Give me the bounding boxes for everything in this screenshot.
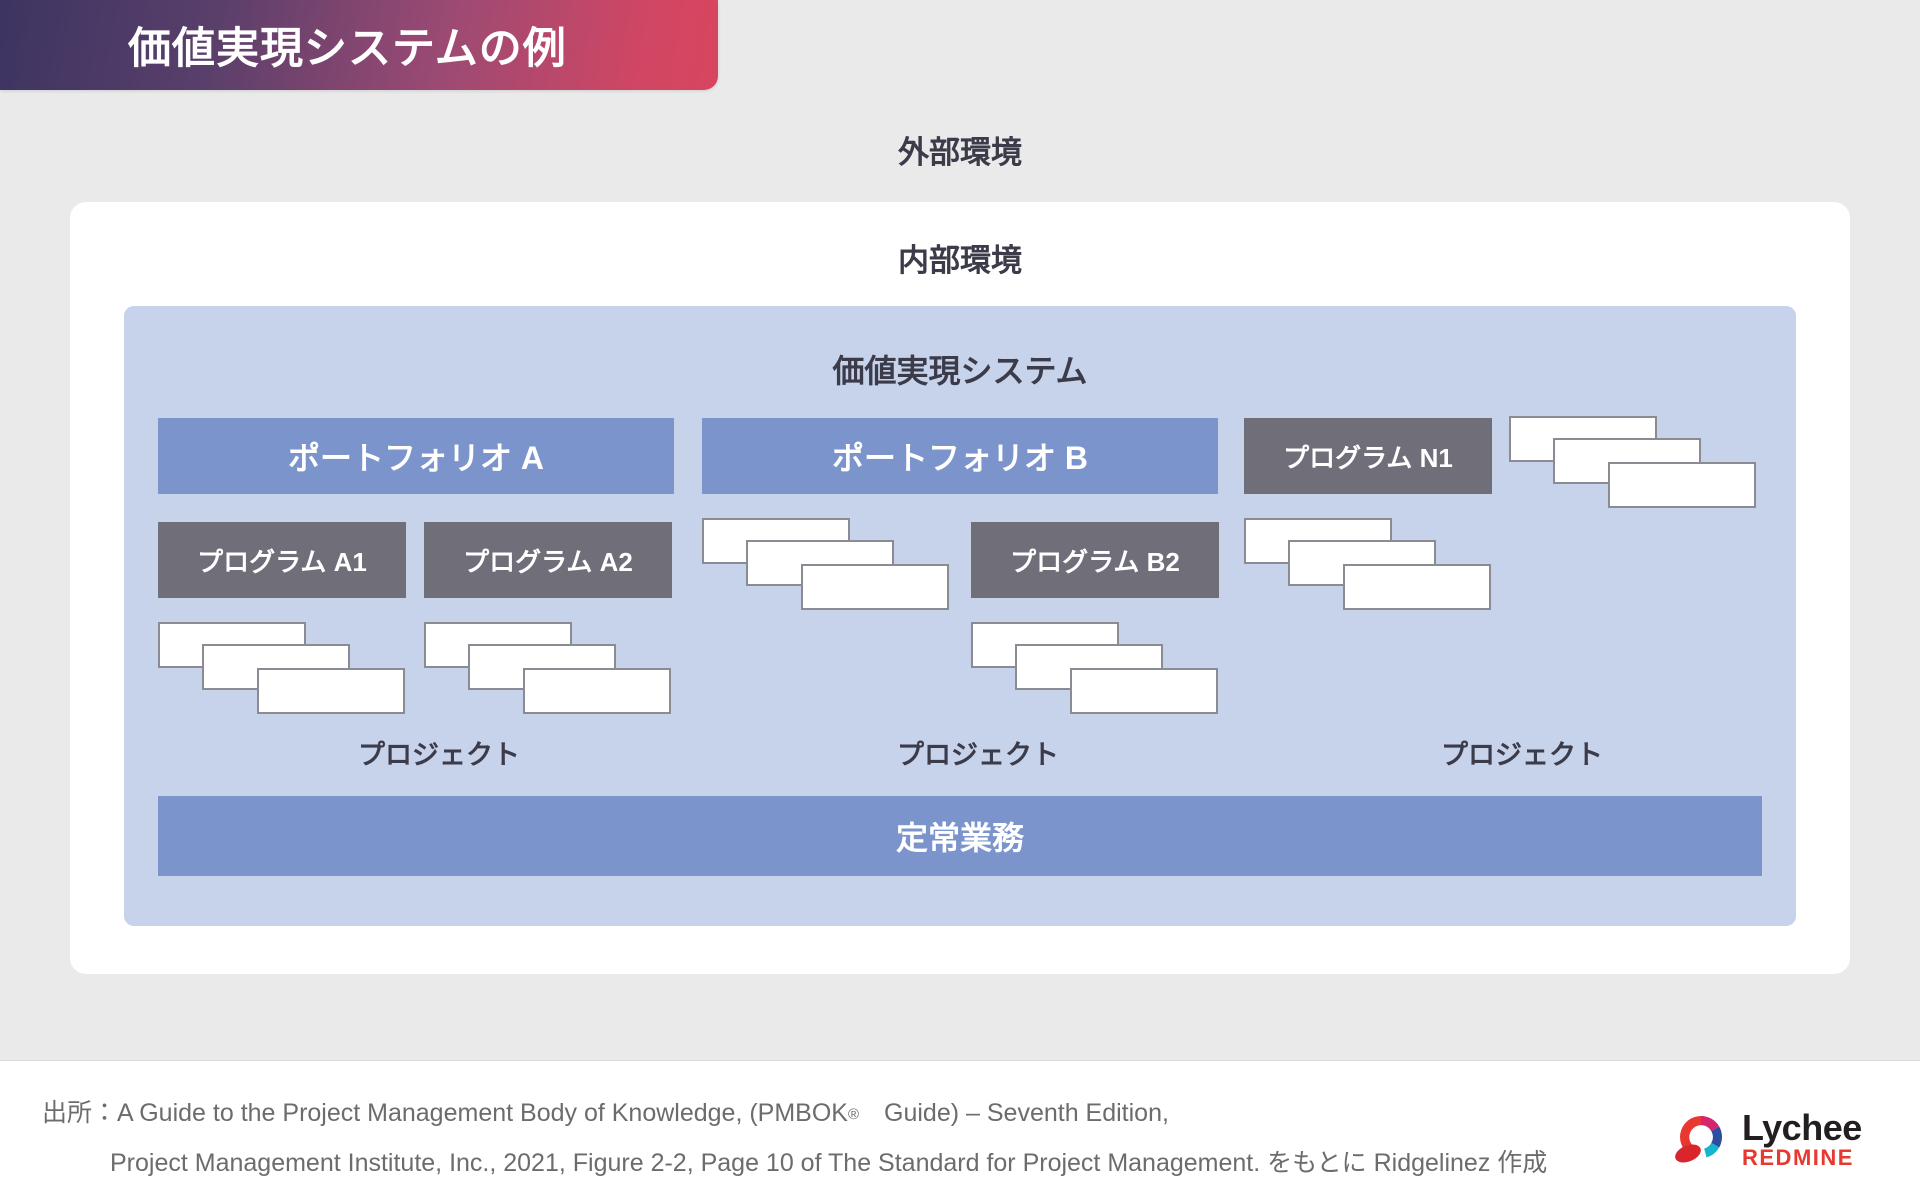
- value-delivery-system-panel: 価値実現システム ポートフォリオ A ポートフォリオ B プログラム N1 プロ…: [124, 306, 1796, 926]
- footer: 出所：A Guide to the Project Management Bod…: [0, 1060, 1920, 1200]
- portfolio-b-label: ポートフォリオ B: [831, 440, 1088, 476]
- citation-line-2: Project Management Institute, Inc., 2021…: [110, 1149, 1548, 1177]
- internal-environment-label: 内部環境: [898, 243, 1022, 278]
- project-card-stack-b1: [702, 518, 972, 610]
- logo-primary-text: Lychee: [1742, 1107, 1862, 1148]
- logo-secondary-text: REDMINE: [1742, 1145, 1854, 1170]
- slide-canvas: 価値実現システムの例 外部環境 内部環境 価値実現システム ポートフォリオ A …: [0, 0, 1920, 1060]
- portfolio-a-bar[interactable]: ポートフォリオ A: [158, 418, 674, 494]
- project-card[interactable]: [801, 564, 949, 610]
- lychee-redmine-logo: Lychee REDMINE: [1670, 1109, 1880, 1171]
- project-label-center: プロジェクト: [897, 740, 1059, 770]
- title-banner: 価値実現システムの例: [0, 0, 718, 90]
- project-card-stack-a2: [424, 622, 694, 714]
- project-card[interactable]: [523, 668, 671, 714]
- citation-line-1-prefix: 出所：A Guide to the Project Management Bod…: [42, 1099, 848, 1127]
- program-n1-label: プログラム N1: [1283, 442, 1453, 473]
- project-card[interactable]: [1608, 462, 1756, 508]
- operations-bar-label: 定常業務: [895, 820, 1024, 856]
- program-a2-box[interactable]: プログラム A2: [424, 522, 672, 598]
- value-delivery-system-title: 価値実現システム: [832, 353, 1088, 389]
- project-card-stack-b2: [971, 622, 1241, 714]
- project-card-stack-n1: [1244, 518, 1514, 610]
- project-card[interactable]: [257, 668, 405, 714]
- project-label-left: プロジェクト: [358, 740, 520, 770]
- registered-trademark-icon: ®: [847, 1106, 860, 1123]
- lychee-ring-icon: [1675, 1116, 1723, 1163]
- citation-line-1: 出所：A Guide to the Project Management Bod…: [42, 1093, 1169, 1129]
- operations-bar[interactable]: 定常業務: [158, 796, 1762, 876]
- page-title: 価値実現システムの例: [128, 25, 567, 73]
- project-card[interactable]: [1343, 564, 1491, 610]
- program-a2-label: プログラム A2: [463, 546, 633, 577]
- project-card-stack-n1-top: [1509, 416, 1779, 508]
- program-a1-label: プログラム A1: [197, 546, 367, 577]
- project-card[interactable]: [1070, 668, 1218, 714]
- external-environment-label: 外部環境: [898, 135, 1022, 170]
- project-label-right: プロジェクト: [1441, 740, 1603, 770]
- citation-line-1-suffix: Guide) – Seventh Edition,: [859, 1099, 1169, 1127]
- portfolio-a-label: ポートフォリオ A: [287, 440, 544, 476]
- program-b2-box[interactable]: プログラム B2: [971, 522, 1219, 598]
- program-b2-label: プログラム B2: [1010, 546, 1180, 577]
- program-a1-box[interactable]: プログラム A1: [158, 522, 406, 598]
- logo-text: Lychee REDMINE: [1742, 1109, 1862, 1169]
- project-card-stack-a1: [158, 622, 428, 714]
- portfolio-b-bar[interactable]: ポートフォリオ B: [702, 418, 1218, 494]
- program-n1-box[interactable]: プログラム N1: [1244, 418, 1492, 494]
